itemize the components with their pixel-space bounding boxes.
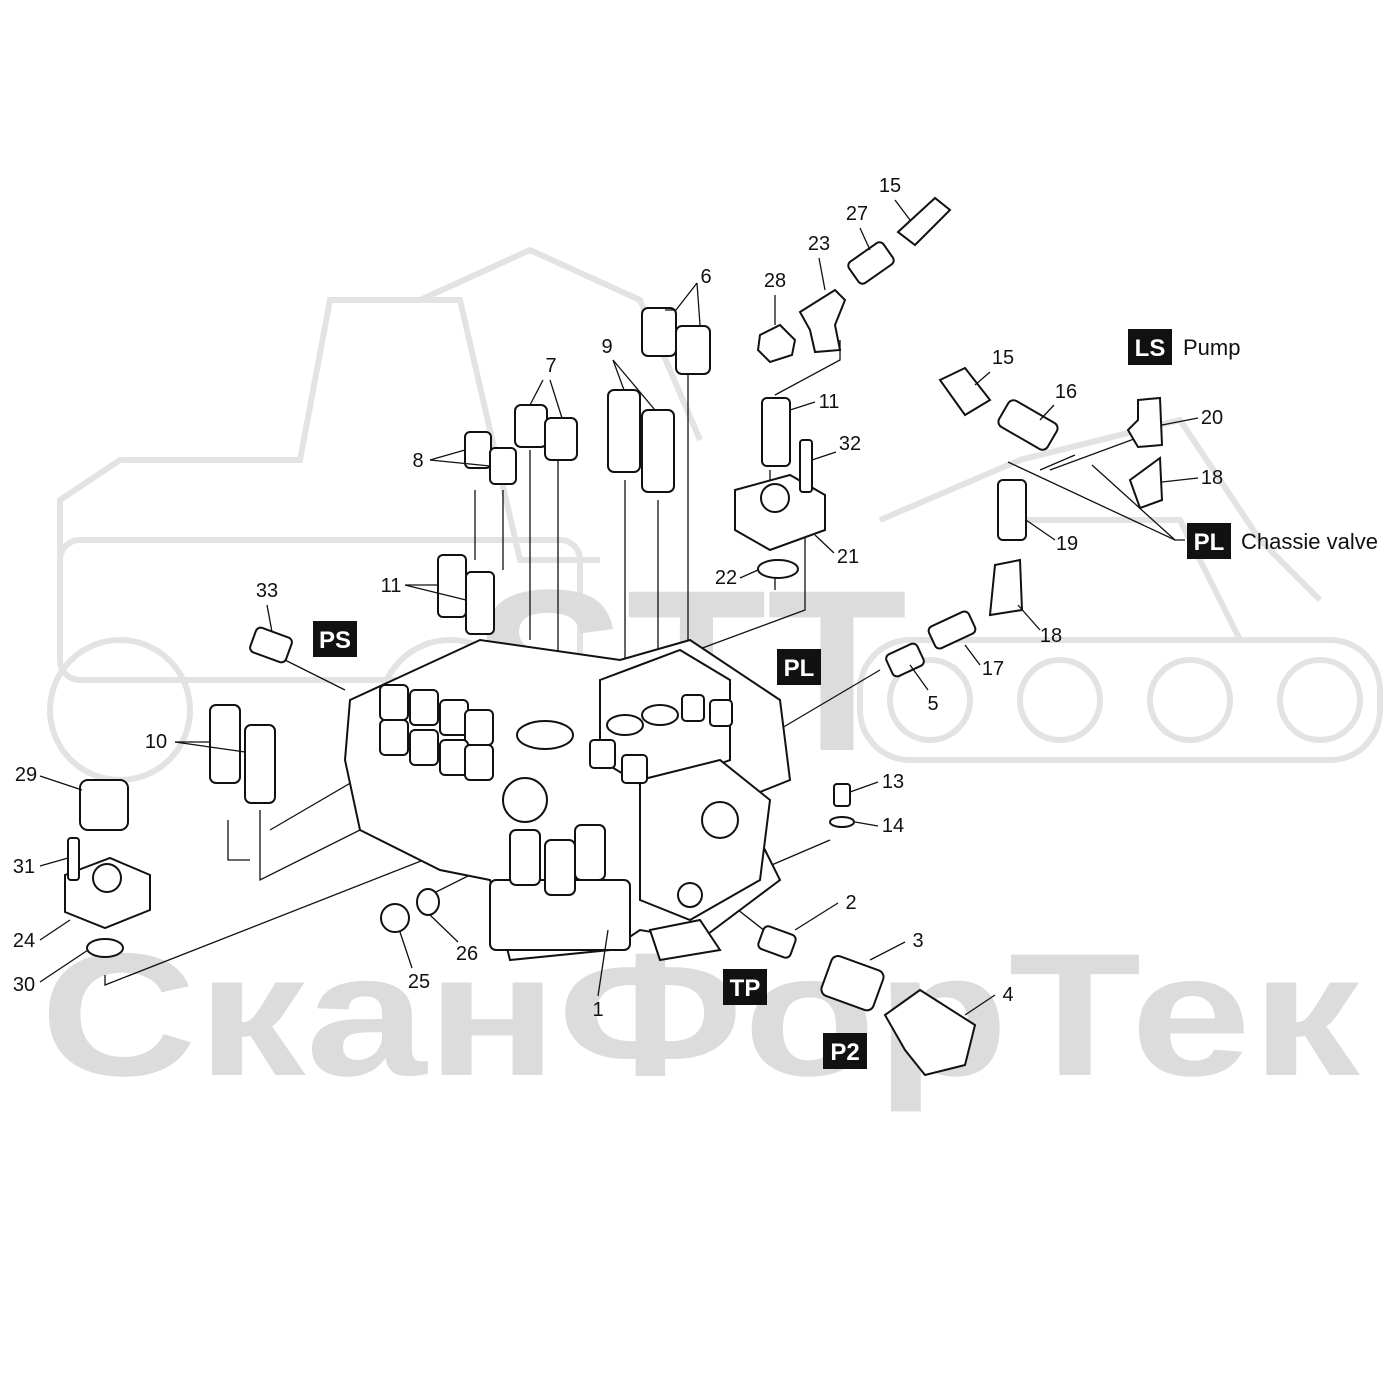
callout-32: 32 [839,433,861,455]
callout-24: 24 [13,930,35,952]
port-tags: PS PL LS PL TP P2 Pump Chassie valve [313,329,1378,1069]
callout-30: 30 [13,974,35,996]
callout-22: 22 [715,567,737,589]
label-pump: Pump [1183,335,1240,360]
tag-ls: LS [1128,329,1172,365]
callout-5: 5 [927,693,938,715]
callout-16: 16 [1055,381,1077,403]
callout-20: 20 [1201,407,1223,429]
callout-15-right: 15 [992,347,1014,369]
tag-ps: PS [313,621,357,657]
svg-text:P2: P2 [830,1039,859,1066]
callout-6: 6 [700,266,711,288]
callout-28: 28 [764,270,786,292]
tag-p2: P2 [823,1033,867,1069]
fittings [64,196,1164,1077]
callout-29: 29 [15,764,37,786]
control-valve-block [343,638,792,962]
tag-pl-side: PL [1187,523,1231,559]
svg-text:LS: LS [1135,335,1166,362]
label-chassie-valve: Chassie valve [1241,529,1378,554]
tag-pl-main: PL [777,649,821,685]
callout-11-top: 11 [819,391,840,413]
callout-9: 9 [601,336,612,358]
svg-text:PS: PS [319,627,351,654]
svg-text:PL: PL [1194,529,1225,556]
callout-25: 25 [408,971,430,993]
callout-8: 8 [412,450,423,472]
callout-2: 2 [845,892,856,914]
callout-3: 3 [912,930,923,952]
callout-17: 17 [982,658,1004,680]
callout-18-top: 18 [1201,467,1223,489]
callout-numbers: 1 2 3 4 5 6 7 8 9 10 11 11 13 14 15 15 1… [13,175,1223,1021]
callout-13: 13 [882,771,904,793]
callout-21: 21 [837,546,859,568]
callout-31: 31 [13,856,35,878]
svg-text:PL: PL [784,655,815,682]
callout-leaders [39,199,1199,1016]
callout-26: 26 [456,943,478,965]
svg-text:TP: TP [730,975,761,1002]
callout-14: 14 [882,815,904,837]
callout-19: 19 [1056,533,1078,555]
callout-11-valve: 11 [381,575,402,597]
callout-7: 7 [545,355,556,377]
tag-tp: TP [723,969,767,1005]
callout-4: 4 [1002,984,1013,1006]
callout-15-top: 15 [879,175,901,197]
callout-23: 23 [808,233,830,255]
callout-27: 27 [846,203,868,225]
callout-33: 33 [256,580,278,602]
callout-1: 1 [592,999,603,1021]
callout-10: 10 [145,731,167,753]
callout-18-lower: 18 [1040,625,1062,647]
